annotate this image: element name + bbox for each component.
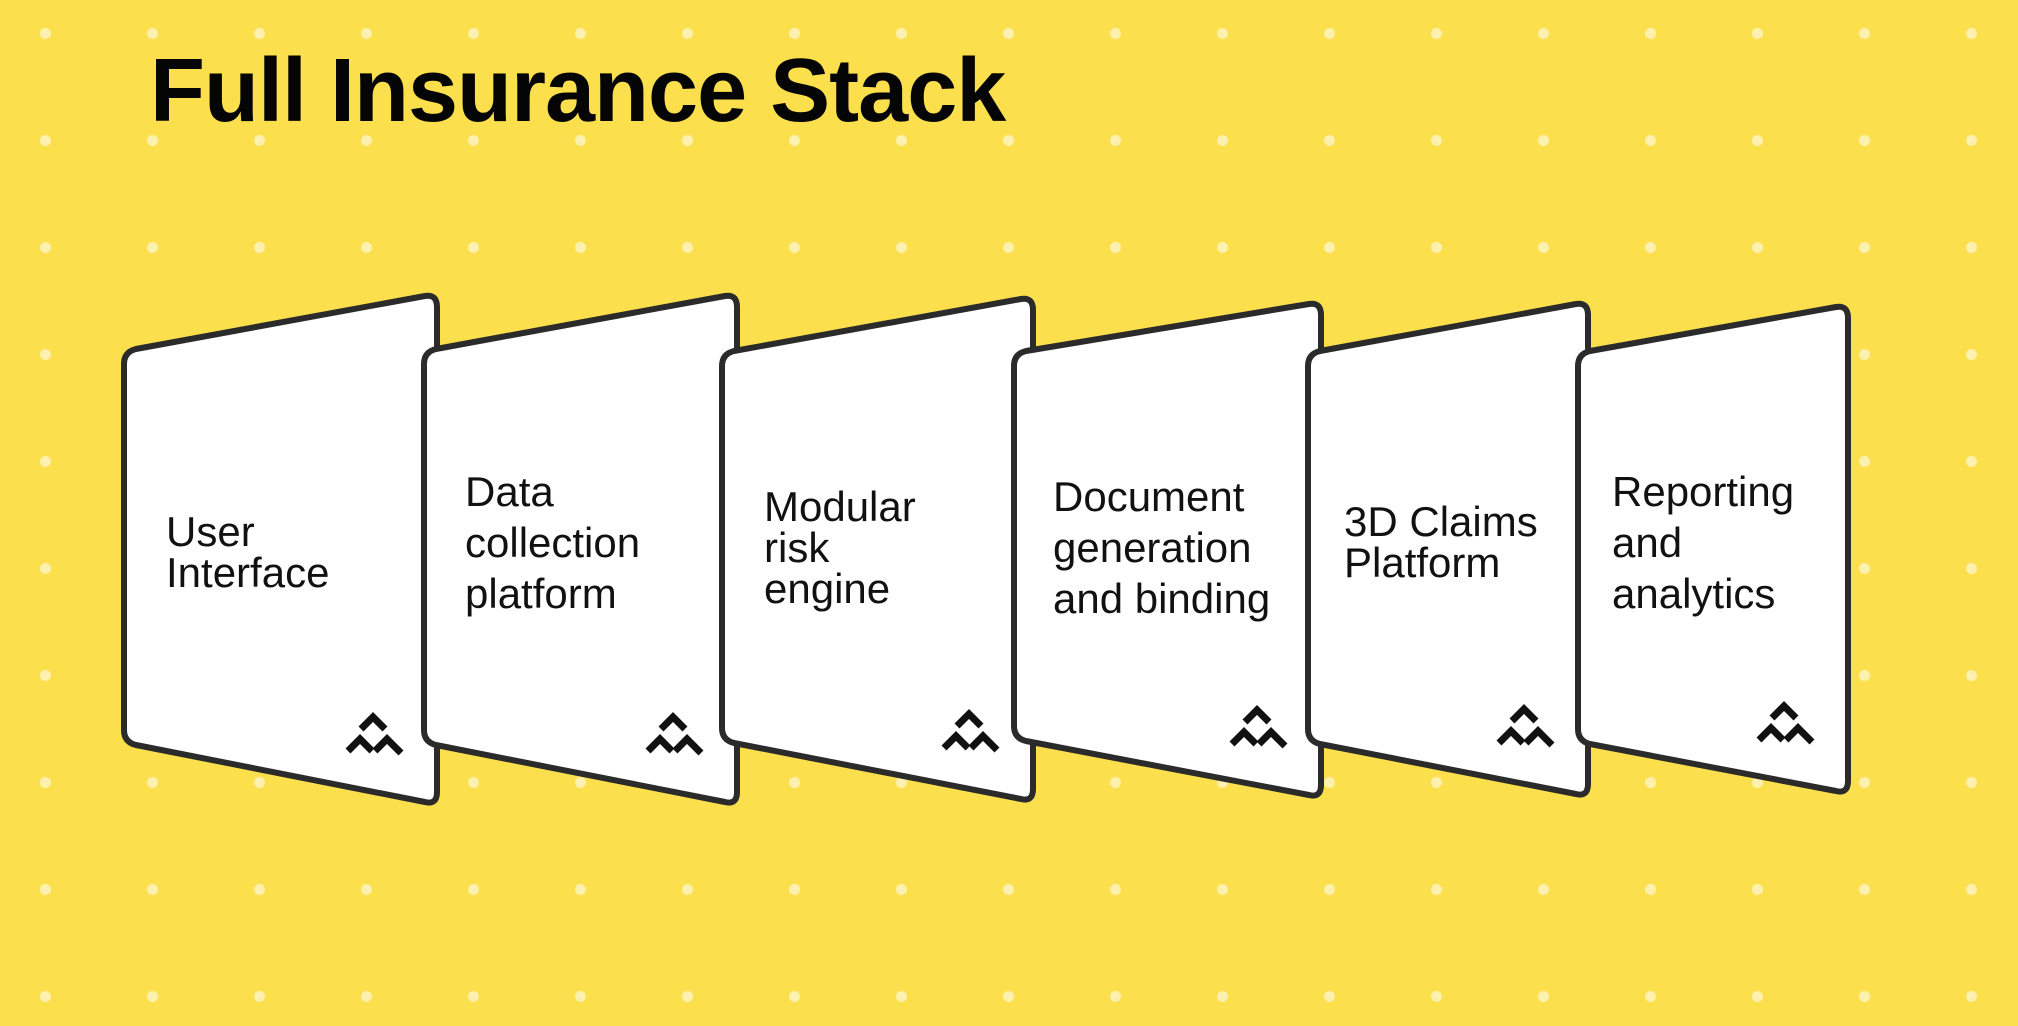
card-panel <box>719 295 1036 803</box>
card-label-line: Data <box>465 468 554 515</box>
stacked-chevrons-logo-icon <box>1756 701 1815 745</box>
card-label-line: platform <box>465 570 617 617</box>
chevron-mark <box>1523 726 1555 748</box>
chevron-mark <box>1769 701 1799 721</box>
chevron-mark <box>954 709 984 729</box>
chevron-mark <box>1229 727 1259 747</box>
card-label-line: Modular <box>764 483 916 530</box>
card-label-line: and binding <box>1053 575 1270 622</box>
chevron-mark <box>1756 723 1786 743</box>
stacked-chevrons-logo-icon <box>1496 704 1555 748</box>
chevron-mark <box>1496 726 1526 746</box>
stacked-chevrons-logo-icon <box>941 709 1000 753</box>
card-panel <box>121 292 440 806</box>
card-label-line: Interface <box>166 549 329 596</box>
chevron-mark <box>1242 705 1272 725</box>
chevron-mark <box>941 731 971 751</box>
card-label-line: 3D Claims <box>1344 498 1538 545</box>
card-label-line: Reporting <box>1612 468 1794 515</box>
card-panel <box>421 292 740 806</box>
chevron-mark <box>658 712 688 732</box>
chevron-mark <box>358 712 388 732</box>
card-label-line: analytics <box>1612 570 1775 617</box>
card-label-line: engine <box>764 565 890 612</box>
chevron-mark <box>645 734 675 754</box>
card-panel <box>1305 300 1591 798</box>
stacked-chevrons-logo-icon <box>645 712 704 756</box>
card-panel <box>1575 303 1851 795</box>
chevron-mark <box>968 731 1000 753</box>
card-label-line: risk <box>764 524 830 571</box>
stacked-chevrons-logo-icon <box>345 712 404 756</box>
card-panel <box>1011 300 1324 799</box>
card-label-line: and <box>1612 519 1682 566</box>
chevron-mark <box>1509 704 1539 724</box>
card-label-line: Platform <box>1344 539 1500 586</box>
chevron-mark <box>345 734 375 754</box>
chevron-mark <box>1783 723 1815 745</box>
page-title: Full Insurance Stack <box>150 41 1006 141</box>
card-label-line: Document <box>1053 473 1245 520</box>
chevron-mark <box>1256 727 1288 749</box>
card-label-line: User <box>166 508 255 555</box>
card-label-line: collection <box>465 519 640 566</box>
chevron-mark <box>372 734 404 756</box>
stacked-chevrons-logo-icon <box>1229 705 1288 749</box>
card-label-line: generation <box>1053 524 1252 571</box>
chevron-mark <box>672 734 704 756</box>
